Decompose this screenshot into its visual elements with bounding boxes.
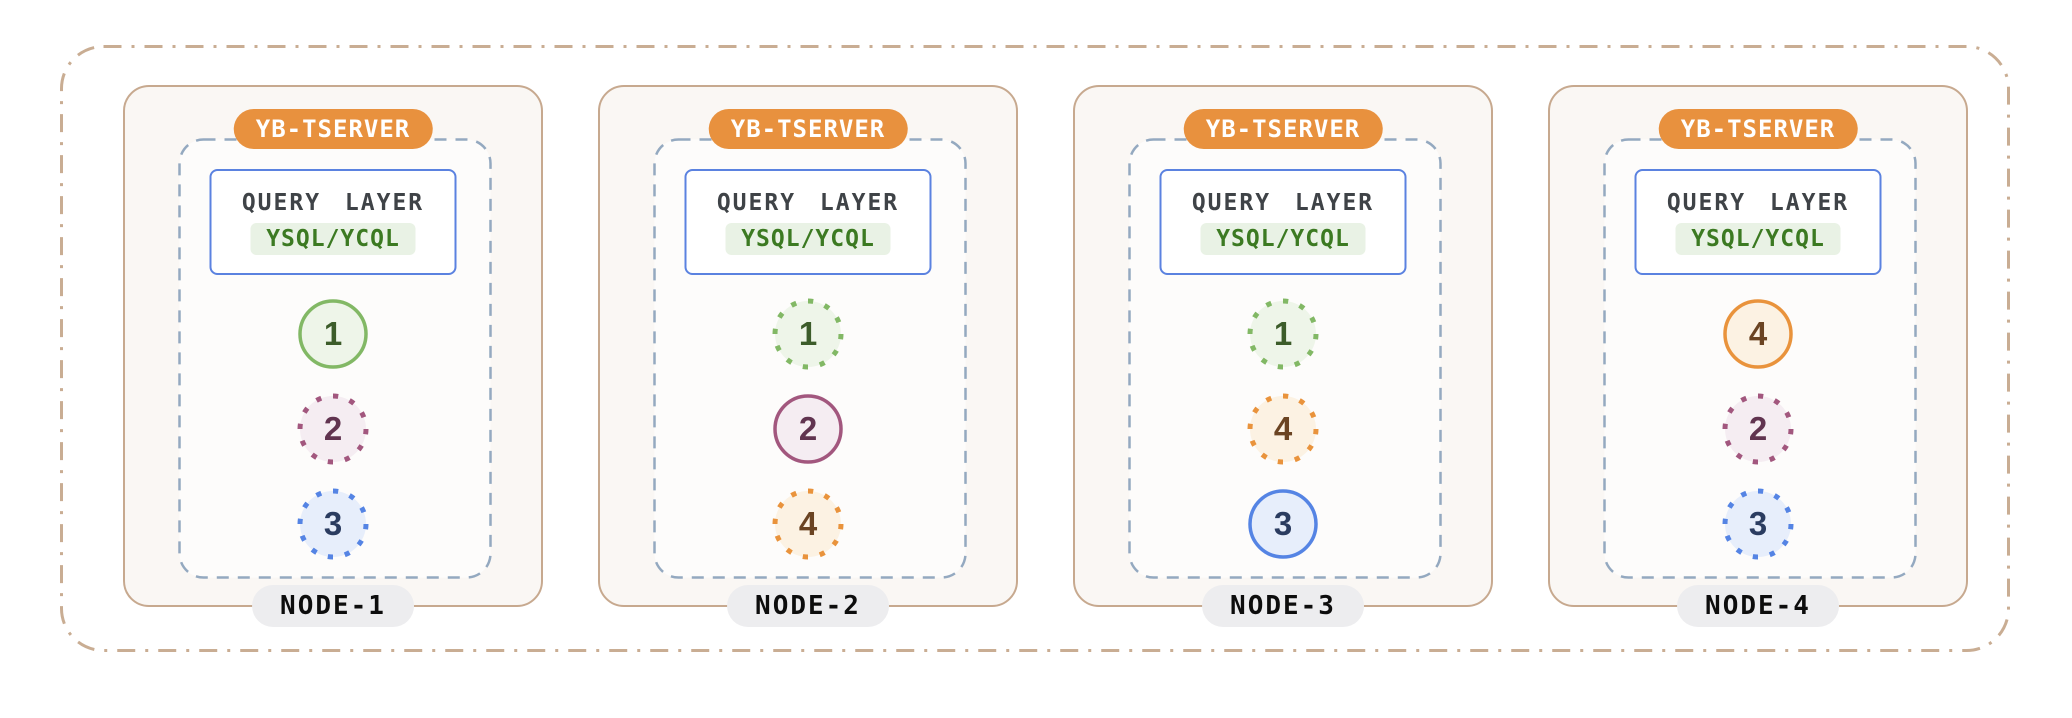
- tablet-ring: [1722, 393, 1794, 465]
- node-label: NODE-3: [1202, 585, 1364, 627]
- cluster-boundary: [60, 45, 2010, 652]
- tablet-ring: [1247, 393, 1319, 465]
- tablet-number: 1: [323, 315, 343, 352]
- tablet: 4: [1721, 297, 1795, 371]
- query-layer-title: QUERY LAYER: [716, 189, 900, 216]
- tablet: 1: [1246, 297, 1320, 371]
- tablet-ring: [298, 299, 368, 369]
- tablet: 4: [771, 487, 845, 561]
- node-card-2: YB-TSERVER QUERY LAYER YSQL/YCQL 1 2: [598, 85, 1018, 627]
- query-layer-box: QUERY LAYER YSQL/YCQL: [1634, 169, 1882, 275]
- node-card-1: YB-TSERVER QUERY LAYER YSQL/YCQL 1 2: [123, 85, 543, 627]
- tablet: 3: [296, 487, 370, 561]
- tablet-number: 1: [798, 315, 818, 352]
- tablet-list: 1 2 4: [600, 297, 1016, 561]
- tserver-badge: YB-TSERVER: [233, 109, 433, 149]
- tablet-ring: [1247, 298, 1319, 370]
- tablet-number: 2: [1748, 410, 1768, 447]
- tablet-ring: [1723, 299, 1793, 369]
- tablet-number: 4: [798, 505, 818, 542]
- query-layer-box: QUERY LAYER YSQL/YCQL: [684, 169, 932, 275]
- tablet-ring: [297, 488, 369, 560]
- tablet-ring: [772, 298, 844, 370]
- tablet-number: 3: [1273, 505, 1293, 542]
- query-layer-title: QUERY LAYER: [1666, 189, 1850, 216]
- api-chip: YSQL/YCQL: [1675, 222, 1841, 255]
- tablet: 3: [1721, 487, 1795, 561]
- tserver-badge: YB-TSERVER: [1658, 109, 1858, 149]
- query-layer-title: QUERY LAYER: [241, 189, 425, 216]
- tablet-ring: [772, 488, 844, 560]
- node-label: NODE-4: [1677, 585, 1839, 627]
- cluster-boundary-rect: [60, 45, 2010, 652]
- query-layer-box: QUERY LAYER YSQL/YCQL: [1159, 169, 1407, 275]
- query-layer-box: QUERY LAYER YSQL/YCQL: [209, 169, 457, 275]
- tablet-ring: [1722, 488, 1794, 560]
- tablet-ring: [1248, 489, 1318, 559]
- query-layer-title: QUERY LAYER: [1191, 189, 1375, 216]
- tablet: 2: [1721, 392, 1795, 466]
- tserver-badge: YB-TSERVER: [708, 109, 908, 149]
- tablet-ring: [297, 393, 369, 465]
- node-card-3: YB-TSERVER QUERY LAYER YSQL/YCQL 1 4: [1073, 85, 1493, 627]
- tablet-number: 3: [323, 505, 343, 542]
- api-chip: YSQL/YCQL: [725, 222, 891, 255]
- tablet-number: 3: [1748, 505, 1768, 542]
- tablet-number: 2: [798, 410, 818, 447]
- tablet-number: 2: [323, 410, 343, 447]
- nodes-row: YB-TSERVER QUERY LAYER YSQL/YCQL 1 2: [123, 85, 1968, 627]
- tablet-list: 1 2 3: [125, 297, 541, 561]
- api-chip: YSQL/YCQL: [250, 222, 416, 255]
- node-label: NODE-2: [727, 585, 889, 627]
- tablet-list: 4 2 3: [1550, 297, 1966, 561]
- tablet: 3: [1246, 487, 1320, 561]
- node-card-4: YB-TSERVER QUERY LAYER YSQL/YCQL 4 2: [1548, 85, 1968, 627]
- tablet-number: 4: [1748, 315, 1768, 352]
- api-chip: YSQL/YCQL: [1200, 222, 1366, 255]
- tablet-number: 1: [1273, 315, 1293, 352]
- node-label: NODE-1: [252, 585, 414, 627]
- tablet-list: 1 4 3: [1075, 297, 1491, 561]
- tablet: 2: [296, 392, 370, 466]
- tablet: 4: [1246, 392, 1320, 466]
- tablet: 1: [296, 297, 370, 371]
- tserver-badge: YB-TSERVER: [1183, 109, 1383, 149]
- tablet-number: 4: [1273, 410, 1293, 447]
- tablet: 1: [771, 297, 845, 371]
- tablet-ring: [773, 394, 843, 464]
- tablet: 2: [771, 392, 845, 466]
